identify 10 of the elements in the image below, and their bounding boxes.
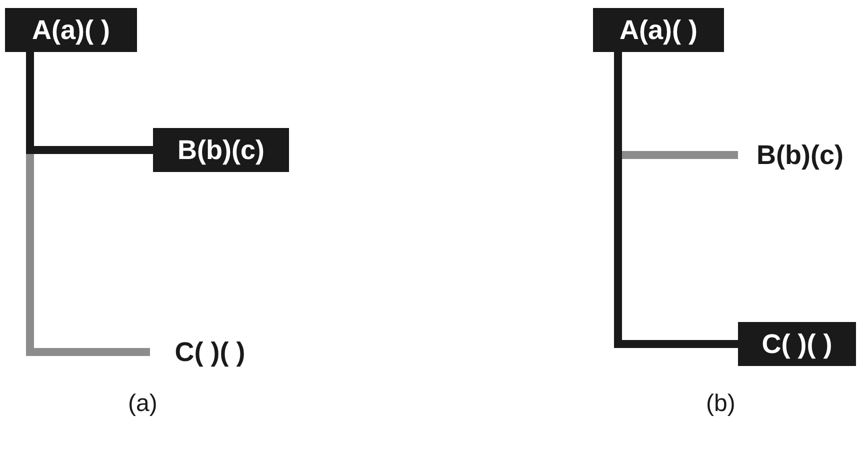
- highlighted-label-box: B(b)(c): [153, 128, 289, 172]
- highlighted-label-box: C( )( ): [738, 322, 856, 366]
- subfigure-caption: (b): [706, 392, 736, 416]
- label-text: C( )( ): [150, 330, 270, 374]
- highlighted-label-box: A(a)( ): [593, 8, 724, 52]
- connector-line: [26, 52, 153, 154]
- subfigure-caption: (a): [128, 392, 158, 416]
- connector-line: [614, 52, 738, 348]
- highlighted-label-box: A(a)( ): [5, 8, 137, 52]
- label-text: B(b)(c): [738, 133, 862, 177]
